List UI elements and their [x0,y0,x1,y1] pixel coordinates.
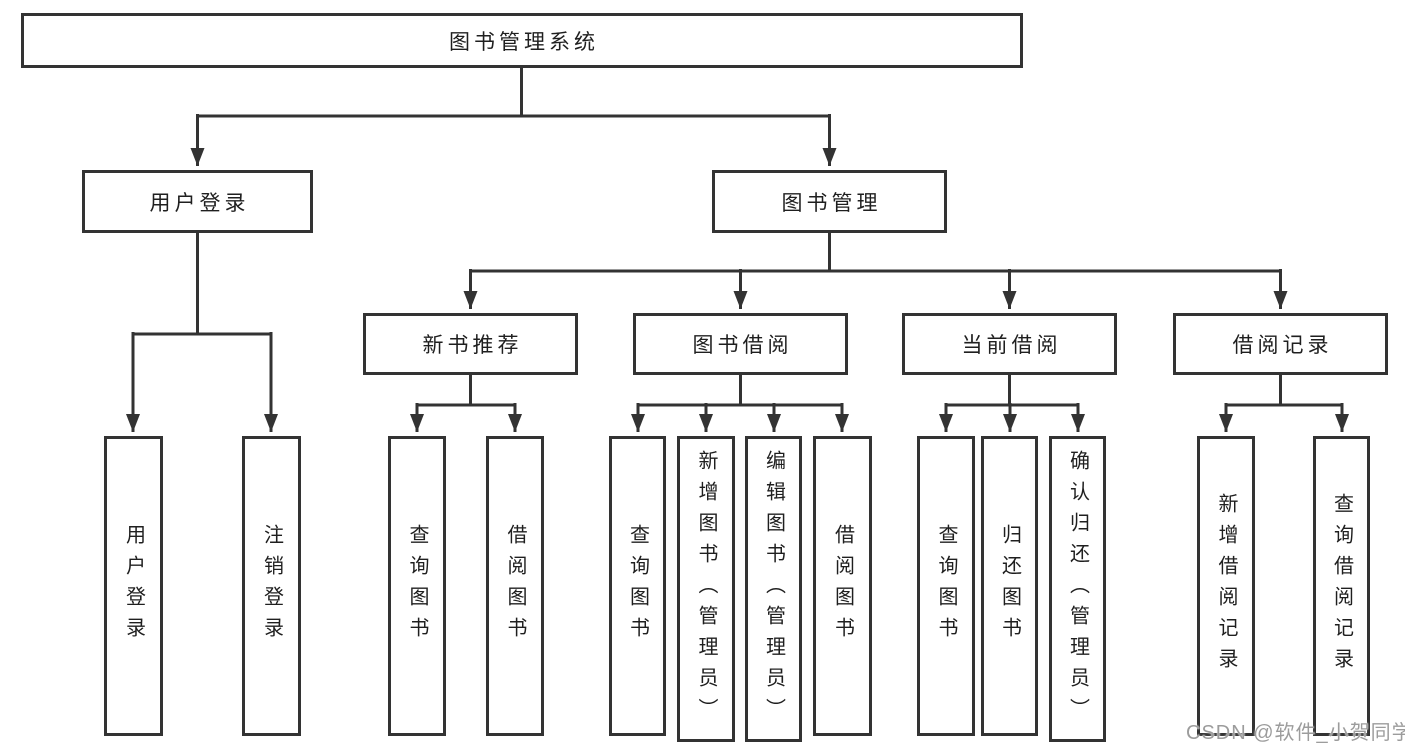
leaf-add-book-admin: 新增图书（管理员） [677,436,735,742]
node-new-book-recommendation: 新书推荐 [363,313,578,375]
leaf-query-borrow-record: 查询借阅记录 [1313,436,1370,736]
leaf-query-books: 查询图书 [609,436,666,736]
connector-book-borrowing [631,375,849,432]
connector-current-borrowing [939,375,1085,432]
connector-book-management [463,233,1288,309]
connector-user-login [126,233,278,432]
leaf-edit-book-admin: 编辑图书（管理员） [745,436,802,742]
node-book-borrowing: 图书借阅 [633,313,848,375]
connector-borrowing-records [1219,375,1349,432]
node-root-system: 图书管理系统 [21,13,1023,68]
leaf-logout: 注销登录 [242,436,301,736]
node-borrowing-records: 借阅记录 [1173,313,1388,375]
leaf-user-login: 用户登录 [104,436,163,736]
node-current-borrowing: 当前借阅 [902,313,1117,375]
leaf-add-borrow-record: 新增借阅记录 [1197,436,1255,736]
connector-new-book-recommendation [410,375,522,432]
leaf-confirm-return-admin: 确认归还（管理员） [1049,436,1106,742]
leaf-query-books: 查询图书 [917,436,975,736]
connector-root [190,68,837,166]
csdn-watermark: CSDN @软件_小贺同学 [1186,722,1405,744]
leaf-query-books: 查询图书 [388,436,446,736]
leaf-return-books: 归还图书 [981,436,1038,736]
node-book-management: 图书管理 [712,170,947,233]
leaf-borrow-books: 借阅图书 [486,436,544,736]
node-user-login: 用户登录 [82,170,313,233]
leaf-borrow-books: 借阅图书 [813,436,872,736]
